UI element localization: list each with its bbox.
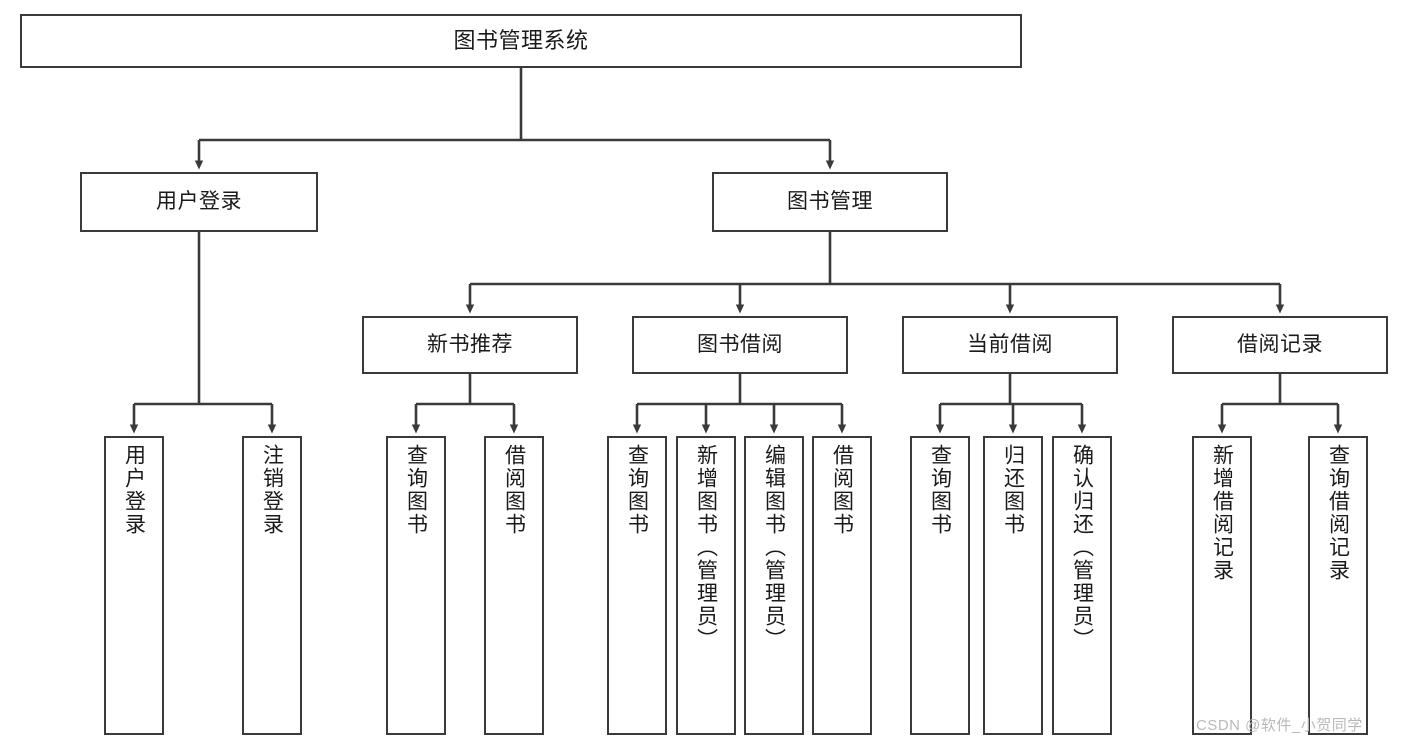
node-label: 图书管理系统 <box>453 28 589 54</box>
node-root[interactable]: 图书管理系统 <box>20 14 1022 68</box>
node-label: 图书管理 <box>787 189 873 213</box>
node-leaf-cur-1[interactable]: 查询图书 <box>910 436 970 735</box>
node-label: 注销登录 <box>260 444 284 536</box>
node-bookmgmt[interactable]: 图书管理 <box>712 172 948 232</box>
node-leaf-login-1[interactable]: 用户登录 <box>104 436 164 735</box>
node-label: 确认归还（管理员） <box>1070 444 1094 651</box>
node-label: 新书推荐 <box>427 332 513 356</box>
watermark-text: CSDN @软件_小贺同学 <box>1196 717 1363 734</box>
node-label: 编辑图书（管理员） <box>762 444 786 651</box>
node-leaf-login-2[interactable]: 注销登录 <box>242 436 302 735</box>
node-borrow[interactable]: 图书借阅 <box>632 316 848 374</box>
node-leaf-bor-1[interactable]: 查询图书 <box>607 436 667 735</box>
node-leaf-cur-2[interactable]: 归还图书 <box>983 436 1043 735</box>
node-newbook[interactable]: 新书推荐 <box>362 316 578 374</box>
node-label: 当前借阅 <box>967 332 1053 356</box>
node-label: 归还图书 <box>1001 444 1025 536</box>
node-leaf-rec-1[interactable]: 新增借阅记录 <box>1192 436 1252 735</box>
node-leaf-bor-3[interactable]: 编辑图书（管理员） <box>744 436 804 735</box>
node-label: 查询图书 <box>404 444 428 536</box>
node-label: 用户登录 <box>156 189 242 213</box>
node-records[interactable]: 借阅记录 <box>1172 316 1388 374</box>
node-label: 图书借阅 <box>697 332 783 356</box>
node-label: 查询图书 <box>928 444 952 536</box>
node-label: 查询借阅记录 <box>1326 444 1350 582</box>
node-leaf-rec-2[interactable]: 查询借阅记录 <box>1308 436 1368 735</box>
node-label: 查询图书 <box>625 444 649 536</box>
node-current[interactable]: 当前借阅 <box>902 316 1118 374</box>
node-leaf-new-2[interactable]: 借阅图书 <box>484 436 544 735</box>
node-label: 借阅图书 <box>502 444 526 536</box>
node-leaf-new-1[interactable]: 查询图书 <box>386 436 446 735</box>
node-label: 新增借阅记录 <box>1210 444 1234 582</box>
node-login[interactable]: 用户登录 <box>80 172 318 232</box>
node-leaf-cur-3[interactable]: 确认归还（管理员） <box>1052 436 1112 735</box>
node-label: 用户登录 <box>122 444 146 536</box>
node-leaf-bor-4[interactable]: 借阅图书 <box>812 436 872 735</box>
node-label: 借阅记录 <box>1237 332 1323 356</box>
node-label: 新增图书（管理员） <box>694 444 718 651</box>
node-leaf-bor-2[interactable]: 新增图书（管理员） <box>676 436 736 735</box>
node-label: 借阅图书 <box>830 444 854 536</box>
